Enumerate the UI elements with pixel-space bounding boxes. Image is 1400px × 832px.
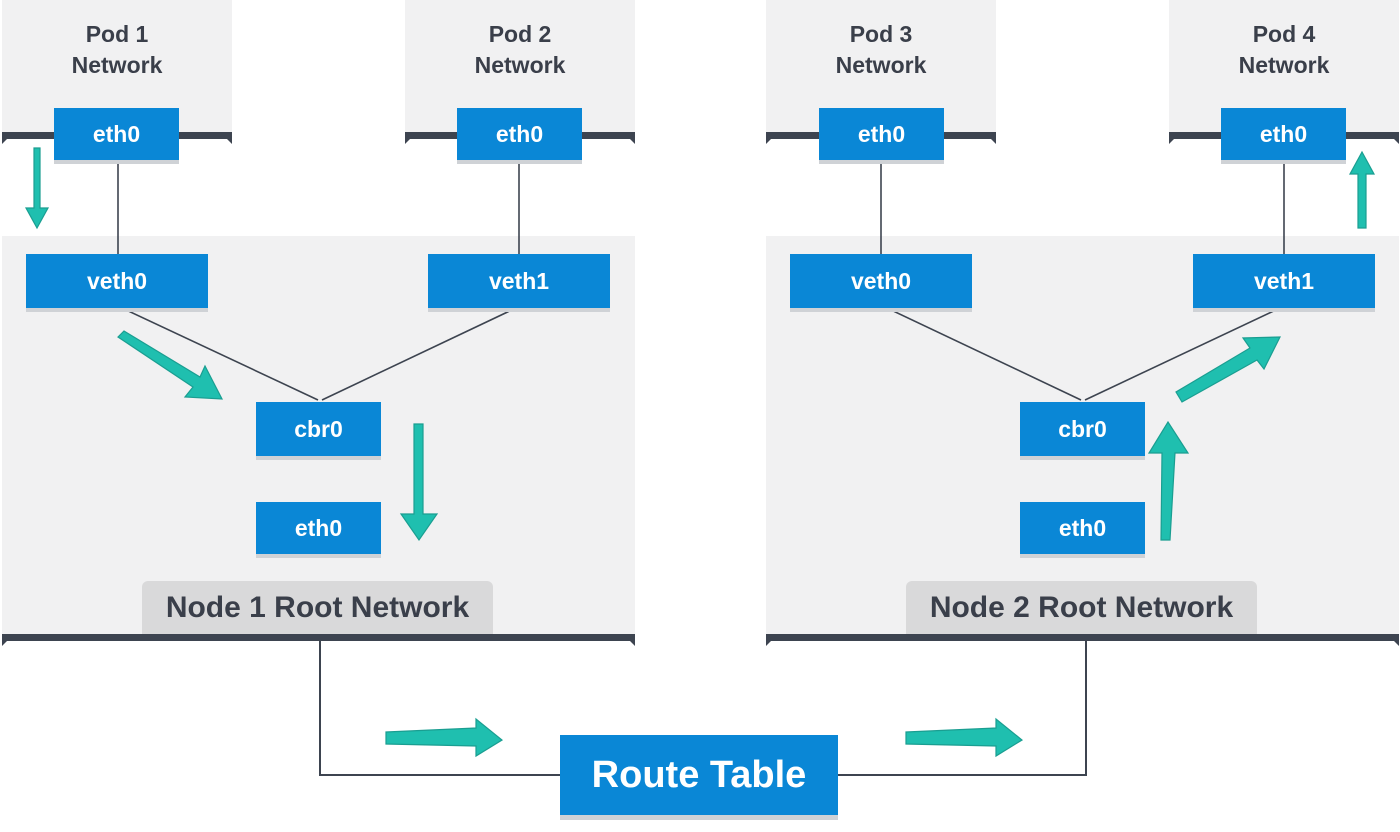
pod-1-title: Pod 1 Network	[71, 21, 163, 78]
node-2-veth1: veth1	[1193, 254, 1375, 308]
flow-arrow-cbr0-to-veth1	[1175, 336, 1281, 403]
link-node1-route-table	[319, 637, 560, 776]
flow-arrow-pod4-up	[1348, 150, 1376, 229]
pod-4-title: Pod 4 Network	[1238, 21, 1330, 78]
node-1-cbr0-bridge: cbr0	[256, 402, 381, 456]
pod-2-eth0: eth0	[457, 108, 582, 160]
node-1-veth1: veth1	[428, 254, 610, 308]
flow-arrow-veth0-to-cbr0	[117, 330, 224, 400]
link-node1-veth1-cbr0	[321, 307, 517, 401]
pod-3-title: Pod 3 Network	[835, 21, 927, 78]
flow-arrows	[24, 147, 1376, 758]
node-2-eth0: eth0	[1020, 502, 1145, 554]
flow-arrow-node2-up	[1147, 420, 1190, 541]
flow-arrow-pod1-down	[24, 147, 50, 230]
pod-4-eth0: eth0	[1221, 108, 1346, 160]
node-1-eth0: eth0	[256, 502, 381, 554]
node-1-panel-edge	[2, 634, 635, 646]
node-2-root-network-label: Node 2 Root Network	[906, 581, 1257, 634]
node-1-veth0: veth0	[26, 254, 208, 308]
route-links	[319, 637, 1087, 776]
pod-2-title: Pod 2 Network	[474, 21, 566, 78]
links	[117, 160, 1285, 401]
link-node1-veth0-cbr0	[121, 307, 319, 401]
flow-arrow-from-route-table	[905, 717, 1024, 758]
node-2-cbr0-bridge: cbr0	[1020, 402, 1145, 456]
link-node2-veth0-cbr0	[886, 307, 1082, 401]
flow-arrow-cbr0-down-node1	[399, 423, 439, 542]
link-node2-route-table	[838, 637, 1087, 776]
node-2-veth0: veth0	[790, 254, 972, 308]
link-node2-veth1-cbr0	[1084, 307, 1281, 401]
flow-arrow-to-route-table	[385, 717, 504, 758]
node-2-panel-edge	[766, 634, 1399, 646]
route-table: Route Table	[560, 735, 838, 815]
pod-1-eth0: eth0	[54, 108, 179, 160]
pod-3-eth0: eth0	[819, 108, 944, 160]
node-1-root-network-label: Node 1 Root Network	[142, 581, 493, 634]
